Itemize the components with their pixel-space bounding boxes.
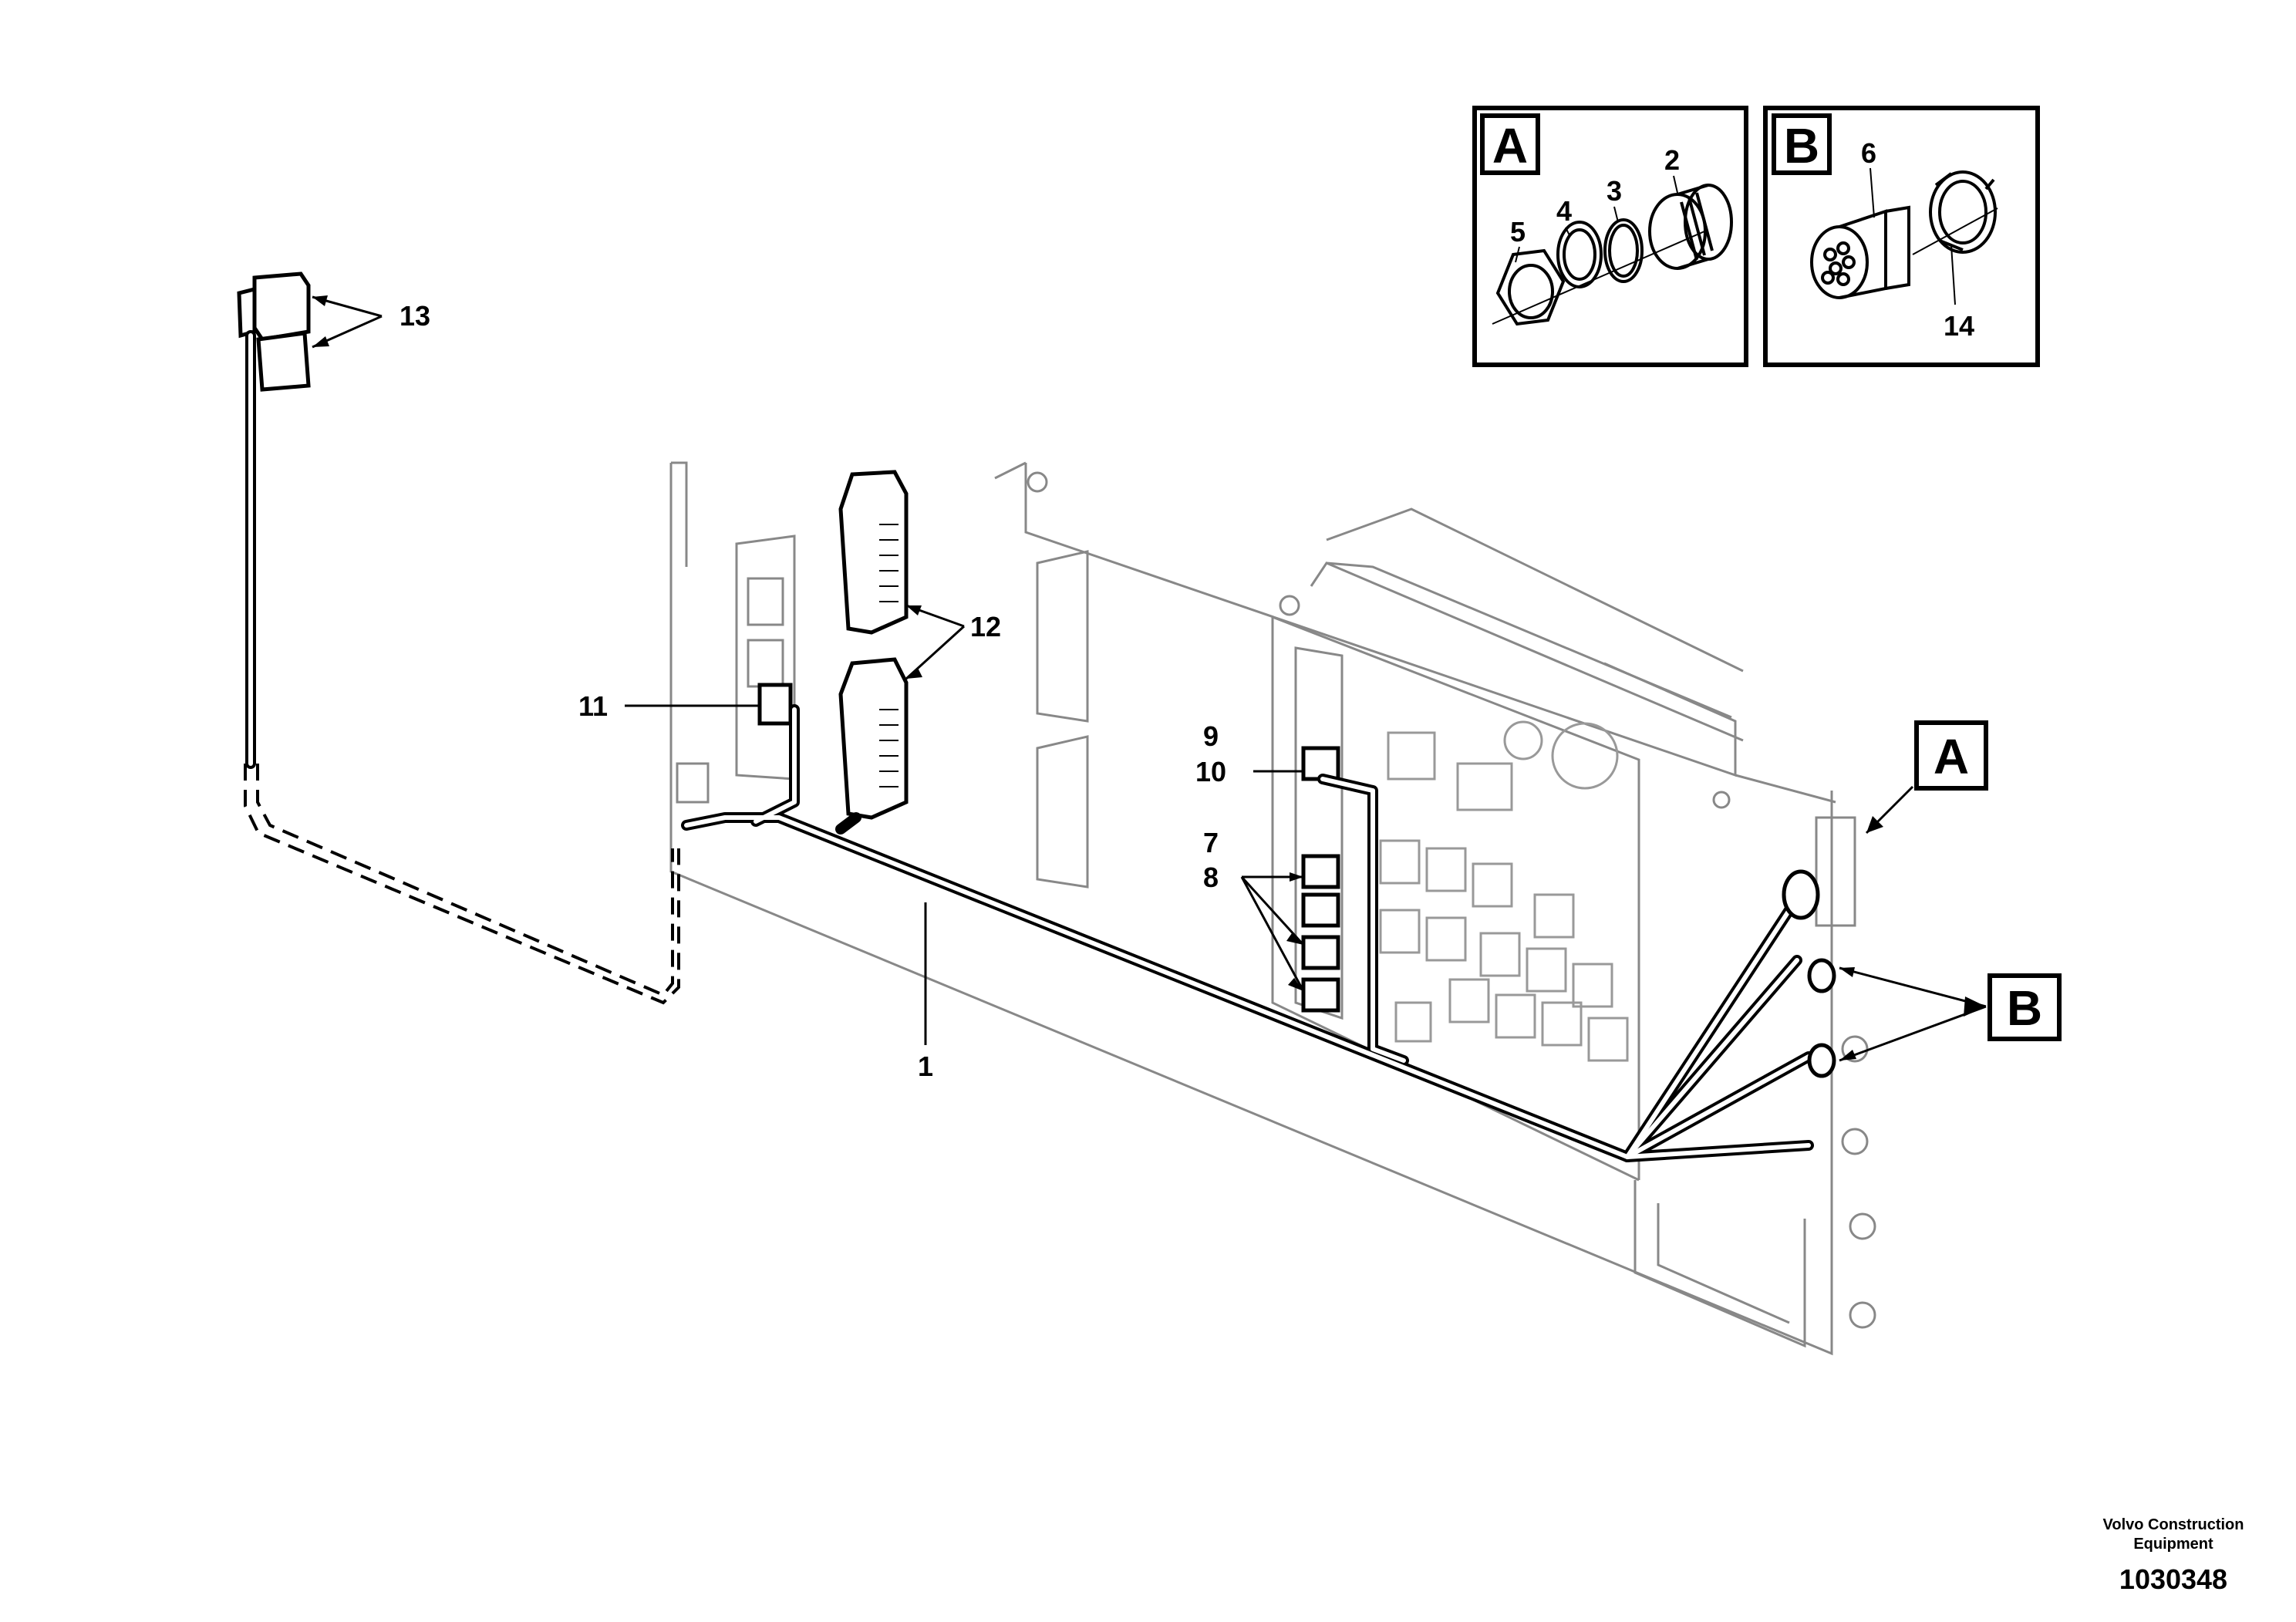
callout-11: 11 xyxy=(578,690,608,722)
washer-part xyxy=(1556,221,1603,288)
detail-b-reference-box xyxy=(1988,973,2062,1041)
callout-8: 8 xyxy=(1203,862,1219,893)
callout-10: 10 xyxy=(1195,756,1226,787)
detail-b-reference-letter: B xyxy=(2007,980,2042,1036)
detail-b-inset: B 6 14 xyxy=(1763,106,2040,367)
detail-b-letter-box xyxy=(1772,113,1832,175)
detail-a-reference-letter: A xyxy=(1934,729,1969,784)
callout-1: 1 xyxy=(918,1050,933,1082)
publisher-line-1: Volvo Construction xyxy=(2103,1516,2244,1533)
bushing-part xyxy=(1648,184,1733,270)
wiring-harness-inner xyxy=(248,333,1811,1159)
connector-11 xyxy=(757,683,793,726)
callout-9: 9 xyxy=(1203,720,1219,752)
callout-14: 14 xyxy=(1944,310,1974,342)
connector-plug-part xyxy=(1810,205,1910,299)
ecu-pin-detail xyxy=(879,524,899,787)
detail-a-letter-box xyxy=(1480,113,1540,175)
electrical-panel xyxy=(669,461,1876,1356)
hex-nut-part xyxy=(1495,248,1566,326)
relay-block xyxy=(1379,720,1629,1062)
ecu-connectors xyxy=(838,470,909,820)
detail-b-letter: B xyxy=(1784,118,1819,174)
publisher-line-2: Equipment xyxy=(2133,1536,2213,1553)
callout-5: 5 xyxy=(1510,216,1526,248)
figure-number: 1030348 xyxy=(2119,1563,2227,1595)
connector-13 xyxy=(237,271,311,392)
detail-a-letter: A xyxy=(1492,118,1528,174)
callout-13: 13 xyxy=(400,300,430,332)
wiring-harness xyxy=(245,330,1814,1162)
callout-12: 12 xyxy=(970,611,1001,642)
detail-a-reference-box xyxy=(1914,720,1988,791)
dashed-cable-route xyxy=(244,764,680,1005)
detail-a-inset: A 5 4 3 2 xyxy=(1472,106,1748,367)
bulkhead-grommets xyxy=(1782,869,1836,1078)
ring-nut-part xyxy=(1929,170,1997,254)
leader-lines xyxy=(312,295,1987,1062)
callout-3: 3 xyxy=(1607,175,1622,207)
leader-arrowheads xyxy=(312,295,1986,1061)
callout-6: 6 xyxy=(1861,137,1876,169)
callout-4: 4 xyxy=(1556,195,1572,227)
callout-2: 2 xyxy=(1664,144,1680,176)
callout-7: 7 xyxy=(1203,827,1219,858)
fuse-strip-connectors xyxy=(1301,746,1340,1013)
o-ring-part xyxy=(1603,218,1644,283)
